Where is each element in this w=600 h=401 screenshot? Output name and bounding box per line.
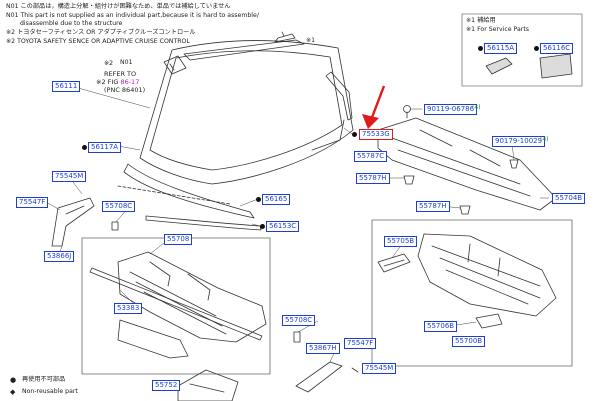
- callout-55752[interactable]: 55752: [152, 380, 181, 391]
- callout-75545M-top[interactable]: 75545M: [52, 171, 87, 182]
- note-n01-english-line1: N01 This part is not supplied as an indi…: [6, 12, 259, 19]
- callout-55704B[interactable]: 55704B: [552, 193, 586, 204]
- windshield-glass-outline: [139, 40, 354, 185]
- note-n01-japanese: N01 この部品は，構造上分解・組付けが困難なため、単品では補給していません: [6, 3, 231, 10]
- callout-53383[interactable]: 53383: [114, 303, 143, 314]
- callout-53866J[interactable]: 53866J: [44, 251, 75, 262]
- service-part-b-shape: [539, 53, 573, 79]
- callout-55787H-left[interactable]: 55787H: [356, 173, 390, 184]
- legend-non-reusable-japanese: 再使用不可部品: [22, 376, 66, 383]
- note-n01-english-line2: disassemble due to the structure: [20, 20, 123, 27]
- callout-56116C[interactable]: 56116C: [540, 43, 574, 54]
- reference-pnc: (PNC 86401): [104, 86, 146, 94]
- callout-55708[interactable]: 55708: [164, 234, 193, 245]
- non-reusable-dot-56117A: [82, 145, 87, 150]
- cowl-strip: [89, 267, 263, 341]
- suffix-90119: (4): [472, 104, 481, 111]
- top-clip: [274, 33, 296, 43]
- cowl-panel-lower: [417, 233, 557, 317]
- callout-56165[interactable]: 56165: [262, 194, 291, 205]
- reference-fig-prefix: FIG: [107, 78, 121, 86]
- legend-non-reusable-english: Non-reusable part: [22, 388, 78, 395]
- marker-x2: ※2: [104, 60, 114, 67]
- callout-56115A[interactable]: 56115A: [484, 43, 518, 54]
- callout-55708C-top[interactable]: 55708C: [102, 201, 136, 212]
- red-highlight-arrow: [362, 85, 386, 129]
- callout-75533G-highlighted[interactable]: 75533G: [359, 129, 393, 140]
- top-moulding-strip: [183, 39, 305, 61]
- non-reusable-dot-56165: [256, 197, 261, 202]
- callout-55706B[interactable]: 55706B: [424, 321, 458, 332]
- non-reusable-dot-56115A: [478, 46, 483, 51]
- service-part-a-shape: [485, 57, 513, 75]
- non-reusable-dot-56153C: [260, 224, 265, 229]
- callout-56111[interactable]: 56111: [52, 81, 81, 92]
- reference-marker: ※2: [96, 78, 106, 86]
- cowl-side-panel: [177, 369, 239, 401]
- dam-strip: [123, 163, 255, 219]
- mirror-bracket: [163, 55, 187, 75]
- hood-seal: [295, 361, 343, 393]
- suffix-90179: (4): [540, 136, 549, 143]
- callout-56153C[interactable]: 56153C: [266, 221, 300, 232]
- reference-fig[interactable]: ※2 FIG 86-17: [96, 78, 139, 86]
- note-x2-japanese: ※2 トヨタセーフティセンス OR アダプティブクルーズコントロール: [6, 29, 196, 36]
- corner-piece-left: [51, 197, 95, 247]
- callout-55787H-bottom[interactable]: 55787H: [416, 201, 450, 212]
- reference-fig-link[interactable]: 86-17: [120, 78, 140, 86]
- non-reusable-dot-icon: ●: [10, 376, 17, 384]
- service-box-japanese: ※1 補給用: [466, 17, 496, 24]
- callout-55700B[interactable]: 55700B: [452, 336, 486, 347]
- callout-75547F-left[interactable]: 75547F: [16, 197, 49, 208]
- non-reusable-diamond-icon: ◆: [10, 388, 16, 396]
- reference-line1: REFER TO: [104, 70, 137, 78]
- callout-55787C[interactable]: 55787C: [354, 151, 388, 162]
- marker-x1-top: ※1: [306, 37, 316, 44]
- callout-55708C-bottom[interactable]: 55708C: [282, 315, 316, 326]
- callout-53867H[interactable]: 53867H: [306, 343, 340, 354]
- callout-75547F-bottom[interactable]: 75547F: [344, 338, 377, 349]
- service-box-english: ※1 For Service Parts: [466, 26, 529, 33]
- non-reusable-dot-75533G: [352, 132, 357, 137]
- cowl-top-panel: [377, 117, 557, 211]
- callout-75545M-bottom[interactable]: 75545M: [362, 363, 397, 374]
- callout-90119-06786[interactable]: 90119-06786: [424, 104, 478, 115]
- windshield-inner-outline: [149, 50, 343, 171]
- callout-90179-10029[interactable]: 90179-10029: [492, 136, 546, 147]
- non-reusable-dot-56116C: [534, 46, 539, 51]
- callout-56117A[interactable]: 56117A: [88, 142, 122, 153]
- side-moulding-right: [325, 71, 353, 121]
- callout-55705B[interactable]: 55705B: [384, 236, 418, 247]
- note-x2-english: ※2 TOYOTA SAFETY SENCE OR ADAPTIVE CRUIS…: [6, 38, 190, 45]
- marker-n01: N01: [120, 59, 133, 66]
